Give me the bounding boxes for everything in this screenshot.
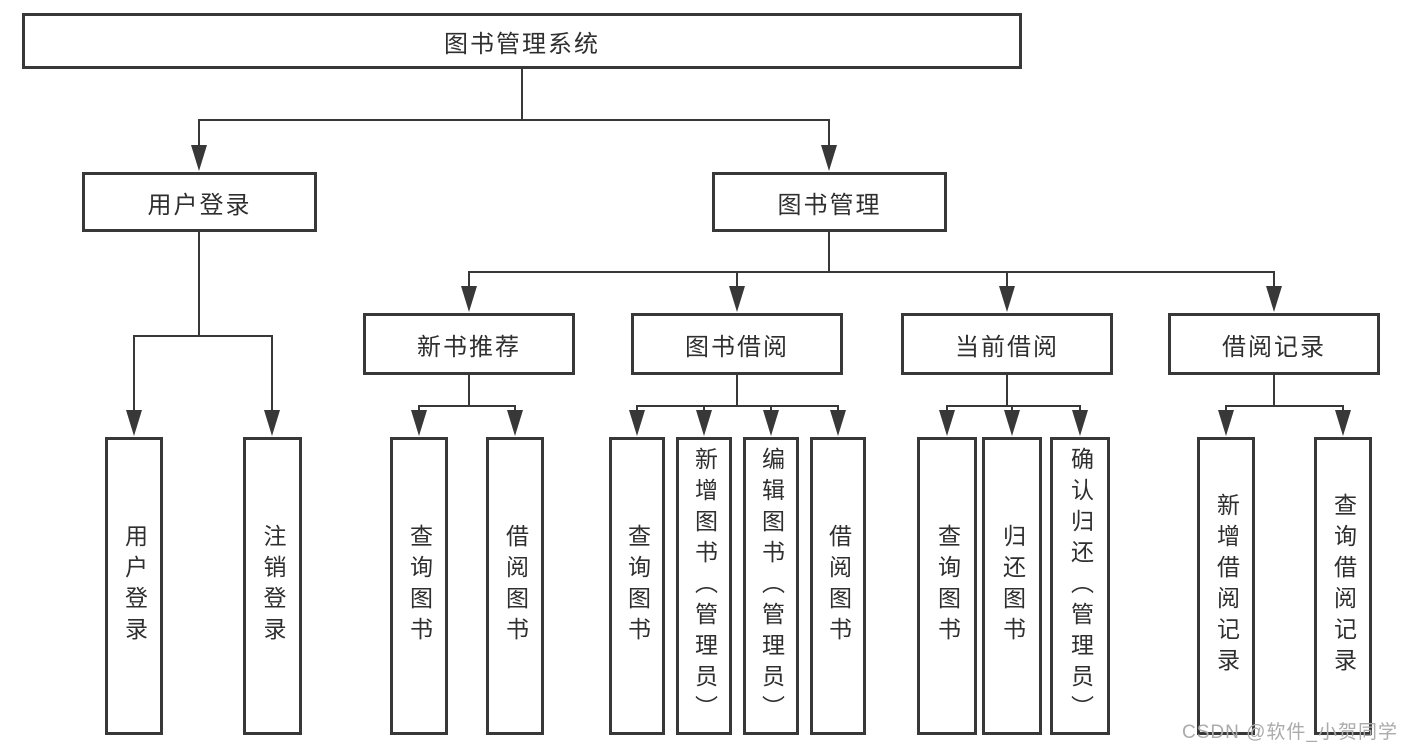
connector-hline (418, 405, 516, 407)
node-leaf-borrow-books-recommend: 借阅图书 (486, 437, 544, 735)
connector-vline (1342, 405, 1344, 414)
arrowhead-down-icon (1266, 286, 1282, 312)
arrowhead-down-icon (411, 410, 427, 436)
arrowhead-down-icon (830, 410, 846, 436)
arrowhead-down-icon (264, 410, 280, 436)
node-leaf-query-borrow-record: 查询借阅记录 (1314, 437, 1372, 735)
node-label: 借阅图书 (825, 524, 852, 648)
node-label: 注销登录 (260, 524, 286, 648)
node-label: 用户登录 (147, 191, 252, 219)
arrowhead-down-icon (696, 410, 712, 436)
connector-vline (736, 375, 738, 407)
connector-vline (736, 271, 738, 290)
connector-vline (837, 405, 839, 414)
node-label: 图书借阅 (685, 333, 789, 361)
connector-vline (770, 405, 772, 414)
node-leaf-edit-books-admin: 编辑图书（管理员） (743, 437, 799, 735)
node-label: 查询图书 (406, 524, 433, 648)
node-leaf-add-borrow-record: 新增借阅记录 (1197, 437, 1255, 735)
node-label: 查询图书 (934, 524, 961, 648)
connector-vline (1225, 405, 1227, 414)
connector-vline (1006, 271, 1008, 290)
node-label: 新增借阅记录 (1213, 493, 1240, 679)
node-label: 用户登录 (121, 524, 148, 648)
connector-vline (703, 405, 705, 414)
connector-hline (198, 119, 830, 121)
node-leaf-logout: 注销登录 (243, 437, 302, 735)
node-label: 确认归还（管理员） (1067, 446, 1094, 726)
connector-vline (271, 335, 273, 414)
node-leaf-query-books-current: 查询图书 (917, 437, 977, 735)
arrowhead-down-icon (1218, 410, 1234, 436)
connector-vline (468, 271, 470, 290)
connector-hline (636, 405, 839, 407)
arrowhead-down-icon (1072, 410, 1088, 436)
node-user-login: 用户登录 (82, 172, 317, 232)
arrowhead-down-icon (629, 410, 645, 436)
arrowhead-down-icon (507, 410, 523, 436)
connector-vline (521, 68, 523, 119)
node-label: 新书推荐 (417, 333, 521, 361)
connector-vline (418, 405, 420, 414)
node-new-book-recommendation: 新书推荐 (363, 313, 575, 375)
connector-vline (514, 405, 516, 414)
connector-vline (133, 335, 135, 414)
node-label: 查询图书 (624, 524, 651, 648)
node-leaf-add-books-admin: 新增图书（管理员） (676, 437, 732, 735)
connector-vline (1273, 271, 1275, 290)
arrowhead-down-icon (939, 410, 955, 436)
node-label: 借阅记录 (1222, 333, 1326, 361)
node-label: 图书管理系统 (444, 30, 600, 58)
node-label: 图书管理 (777, 191, 882, 219)
connector-vline (946, 405, 948, 414)
node-leaf-borrow-books: 借阅图书 (810, 437, 866, 735)
connector-hline (1225, 405, 1344, 407)
node-current-borrowing: 当前借阅 (901, 313, 1113, 375)
arrowhead-down-icon (1004, 410, 1020, 436)
connector-vline (198, 119, 200, 150)
node-library-management-system: 图书管理系统 (22, 13, 1022, 69)
node-leaf-return-books: 归还图书 (982, 437, 1042, 735)
node-leaf-confirm-return-admin: 确认归还（管理员） (1050, 437, 1110, 735)
node-leaf-query-books-borrow: 查询图书 (609, 437, 665, 735)
connector-vline (1011, 405, 1013, 414)
node-leaf-query-books-recommend: 查询图书 (390, 437, 448, 735)
connector-vline (636, 405, 638, 414)
node-label: 归还图书 (999, 524, 1026, 648)
connector-vline (828, 232, 830, 271)
arrowhead-down-icon (461, 286, 477, 312)
arrowhead-down-icon (1335, 410, 1351, 436)
connector-vline (1006, 375, 1008, 405)
arrowhead-down-icon (126, 410, 142, 436)
connector-vline (468, 375, 470, 405)
node-label: 查询借阅记录 (1330, 493, 1357, 679)
node-label: 借阅图书 (502, 524, 529, 648)
csdn-watermark: CSDN @软件_小贺同学 (1182, 722, 1398, 743)
node-book-management: 图书管理 (712, 172, 947, 232)
arrowhead-down-icon (821, 145, 837, 171)
connector-vline (1273, 375, 1275, 405)
node-leaf-user-login: 用户登录 (105, 437, 163, 735)
connector-hline (133, 335, 273, 337)
node-label: 新增图书（管理员） (691, 446, 718, 726)
node-label: 当前借阅 (955, 333, 1059, 361)
node-borrowing-records: 借阅记录 (1168, 313, 1380, 375)
arrowhead-down-icon (191, 145, 207, 171)
connector-hline (946, 405, 1081, 407)
arrowhead-down-icon (729, 286, 745, 312)
connector-hline (468, 271, 1275, 273)
connector-vline (828, 119, 830, 150)
node-label: 编辑图书（管理员） (758, 446, 785, 726)
node-book-borrowing: 图书借阅 (631, 313, 843, 375)
arrowhead-down-icon (763, 410, 779, 436)
arrowhead-down-icon (999, 286, 1015, 312)
connector-vline (198, 232, 200, 335)
connector-vline (1079, 405, 1081, 414)
